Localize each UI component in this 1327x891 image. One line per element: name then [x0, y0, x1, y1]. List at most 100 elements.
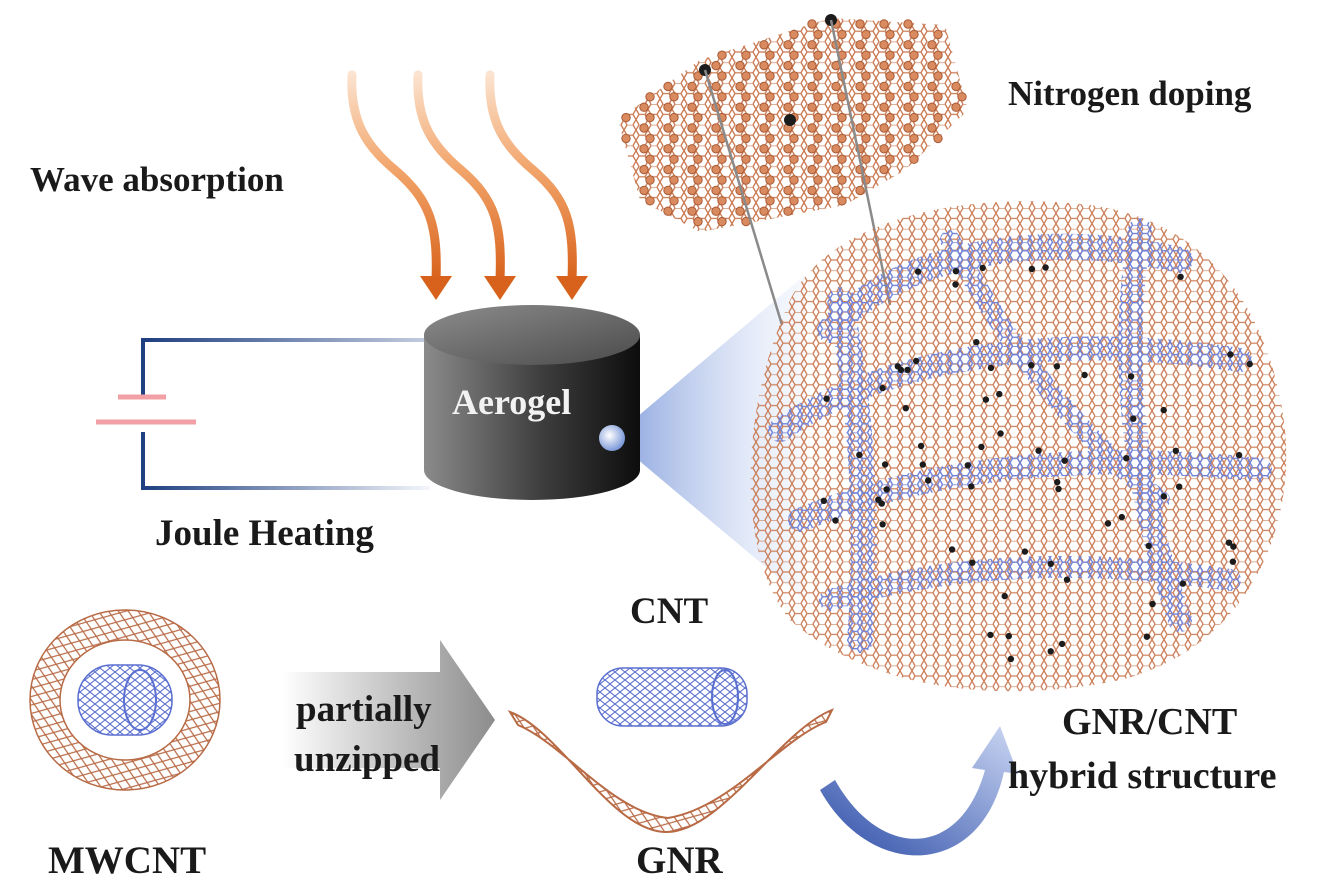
- carbon-atom: [645, 175, 655, 185]
- carbon-atom: [693, 112, 703, 123]
- carbon-atom: [735, 144, 745, 154]
- carbon-atom: [831, 185, 841, 196]
- carbon-atom: [831, 144, 841, 154]
- carbon-atom: [645, 133, 655, 144]
- wave-arrowhead-3: [556, 276, 588, 300]
- carbon-atom: [783, 102, 793, 112]
- carbon-atom: [759, 144, 769, 154]
- carbon-atom: [807, 40, 817, 50]
- carbon-atom: [861, 29, 871, 40]
- nitrogen-dopant-dot: [1007, 655, 1015, 663]
- carbon-atom: [861, 154, 871, 164]
- carbon-atom: [837, 154, 847, 164]
- nitrogen-dopant-dot: [1229, 558, 1237, 565]
- hybrid-gnr-shell: [750, 201, 1287, 692]
- carbon-atom: [855, 185, 865, 196]
- cnt-tube-end: [711, 669, 739, 725]
- carbon-atom: [645, 112, 655, 123]
- nitrogen-dopant-dot: [968, 483, 975, 490]
- carbon-atom: [855, 40, 865, 50]
- carbon-atom: [663, 185, 673, 196]
- carbon-atom: [807, 164, 817, 175]
- carbon-atom: [837, 175, 847, 185]
- carbon-atom: [693, 71, 703, 81]
- carbon-atom: [927, 102, 937, 112]
- carbon-atom: [663, 102, 673, 112]
- carbon-atom: [837, 29, 847, 40]
- nitrogen-dopant-dot: [1035, 447, 1042, 454]
- carbon-atom: [711, 60, 721, 71]
- carbon-atom: [885, 154, 895, 164]
- carbon-atom: [711, 81, 721, 92]
- hybrid-nitrogen-dots: [820, 264, 1253, 663]
- carbon-atom: [687, 102, 697, 112]
- cnt-tube: [596, 667, 748, 727]
- carbon-atom: [621, 133, 631, 144]
- carbon-atom: [759, 123, 769, 133]
- label-gnr: GNR: [636, 839, 723, 882]
- nitrogen-dopant-dot: [996, 390, 1003, 398]
- carbon-atom: [741, 112, 751, 123]
- carbon-atom: [927, 123, 937, 133]
- carbon-atom: [813, 50, 823, 60]
- nitrogen-dopant-dot: [1055, 485, 1062, 493]
- carbon-atom: [933, 112, 943, 123]
- carbon-atom: [735, 81, 745, 92]
- nitrogen-dopant-dot: [1179, 580, 1187, 587]
- zoom-point: [599, 425, 625, 451]
- carbon-atom: [687, 206, 697, 216]
- graphene-sheet: [618, 14, 968, 326]
- nitrogen-dopant-dot: [914, 268, 922, 275]
- label-hybrid-structure: hybrid structure: [1008, 755, 1277, 797]
- joule-circuit: [96, 338, 510, 490]
- nitrogen-dopant-dot: [1160, 406, 1167, 414]
- mwcnt-outer-tube: [29, 609, 221, 791]
- nitrogen-dopant-dot: [1123, 455, 1130, 462]
- carbon-atom: [807, 123, 817, 133]
- nitrogen-dopant-dot: [917, 442, 925, 450]
- nitrogen-dopant-dot: [952, 281, 959, 288]
- carbon-atom: [885, 29, 895, 40]
- nitrogen-dopant-dot: [948, 546, 956, 553]
- nitrogen-dopant-dot: [925, 477, 932, 484]
- carbon-atom: [831, 164, 841, 175]
- carbon-atom: [639, 164, 649, 175]
- carbon-atom: [807, 19, 817, 29]
- nitrogen-dopant-dot: [820, 497, 827, 504]
- carbon-atom: [807, 144, 817, 154]
- nitrogen-dopant-dot: [1028, 265, 1036, 273]
- nitrogen-dopant-dot: [904, 366, 911, 374]
- carbon-atom: [711, 185, 721, 196]
- label-mwcnt: MWCNT: [48, 839, 207, 882]
- nitrogen-dopant-dot: [879, 521, 886, 528]
- carbon-atom: [903, 81, 913, 92]
- carbon-atom: [735, 102, 745, 112]
- carbon-atom: [789, 29, 799, 40]
- carbon-atom: [621, 112, 631, 123]
- carbon-atom: [663, 144, 673, 154]
- carbon-atom: [735, 206, 745, 216]
- carbon-atom: [765, 196, 775, 206]
- carbon-atom: [669, 92, 679, 102]
- nitrogen-dopant-dot: [913, 357, 920, 365]
- nitrogen-dopant-dot: [1235, 451, 1243, 459]
- carbon-atom: [687, 164, 697, 175]
- carbon-atom: [765, 133, 775, 144]
- carbon-atom: [693, 133, 703, 144]
- nitrogen-dopant-dot: [1061, 457, 1068, 464]
- carbon-atom: [933, 29, 943, 40]
- carbon-atom: [927, 40, 937, 50]
- carbon-atom: [909, 133, 919, 144]
- carbon-atom: [645, 196, 655, 206]
- carbon-atom: [927, 81, 937, 92]
- nitrogen-dopant-dot: [902, 405, 909, 412]
- carbon-atom: [903, 60, 913, 71]
- nitrogen-dopant-dot: [881, 461, 889, 468]
- nitrogen-dopant-dot: [1047, 560, 1055, 567]
- carbon-atom: [831, 81, 841, 92]
- carbon-atom: [735, 123, 745, 133]
- nitrogen-dopant-dot: [1104, 520, 1112, 527]
- carbon-atom: [837, 92, 847, 102]
- nitrogen-dopant-dot: [832, 517, 839, 524]
- graphene-atoms: [621, 19, 967, 227]
